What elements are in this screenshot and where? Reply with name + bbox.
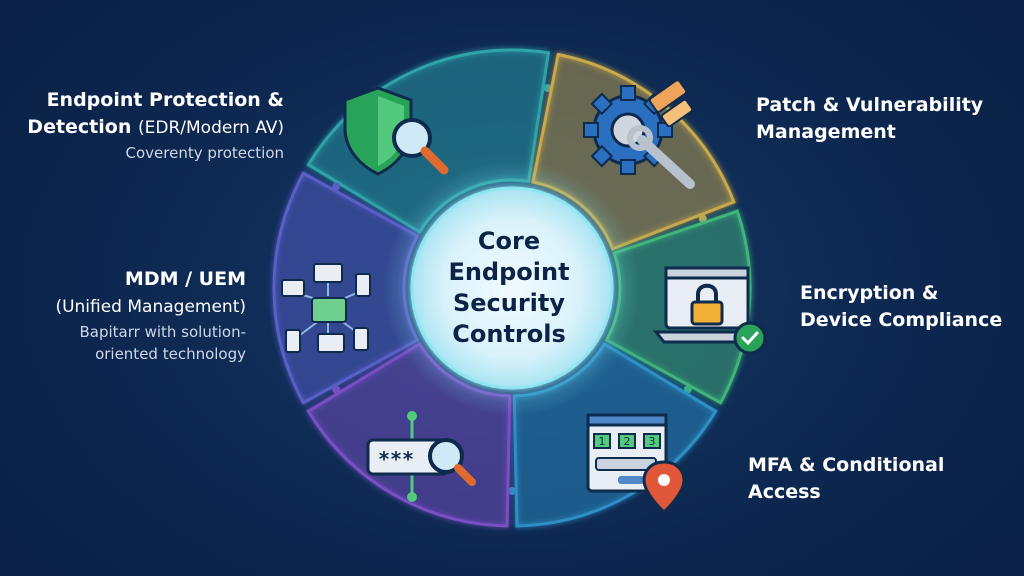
gear-wrench-icon [583, 79, 695, 189]
ring-connector-encryption [683, 385, 692, 394]
encryption-title-line-2: Device Compliance [800, 309, 1003, 331]
center-title-line-3: Security [452, 289, 566, 317]
center-title-line-4: Controls [452, 320, 566, 348]
laptop-lock-icon [652, 266, 767, 355]
edr-title-line-1: Endpoint Protection & [46, 89, 284, 111]
mdm-title-line-1: MDM / UEM [124, 268, 246, 290]
mdm-title-line-2: (Unified Management) [55, 293, 246, 321]
mdm-title-sub: (Unified Management) [55, 297, 246, 317]
shield-magnifier-icon [343, 86, 449, 176]
encryption-title-line-1: Encryption & [800, 282, 939, 304]
step-3: 3 [649, 435, 656, 448]
password-mask: *** [378, 447, 414, 471]
center-circle [410, 186, 614, 390]
login-location-icon: 1 2 3 [586, 413, 686, 515]
edr-description: Coverenty protection [125, 144, 284, 162]
label-mfa: MFA & Conditional Access [748, 452, 944, 506]
center-title-line-2: Endpoint [448, 258, 570, 286]
edr-title-line-2: Detection (EDR/Modern AV) [27, 114, 284, 142]
ring-connector-edr [543, 84, 552, 93]
device-network-devices [281, 263, 371, 353]
password-magnifier-icon: *** [366, 411, 476, 502]
step-2: 2 [624, 435, 631, 448]
patch-title-line-2: Management [756, 121, 896, 143]
patch-title-line-1: Patch & Vulnerability [756, 94, 984, 116]
ring-connector-mdm [332, 182, 341, 191]
center-title: Core Endpoint Security Controls [434, 226, 584, 350]
mdm-description-line-1: Bapitarr with solution- [79, 323, 247, 341]
ring-connector-mfa [508, 487, 516, 495]
mdm-description-line-2: oriented technology [95, 345, 246, 363]
ring-connector-patch [698, 214, 707, 223]
mfa-title-line-1: MFA & Conditional [748, 454, 945, 476]
mfa-title-line-2: Access [748, 481, 821, 503]
label-mdm: MDM / UEM (Unified Management) Bapitarr … [55, 266, 246, 365]
label-edr: Endpoint Protection & Detection (EDR/Mod… [27, 87, 284, 164]
label-patch: Patch & Vulnerability Management [756, 92, 983, 146]
ring-connector-iam [332, 385, 341, 394]
center-title-line-1: Core [477, 227, 541, 255]
edr-title-main: Detection [27, 116, 132, 138]
label-encryption: Encryption & Device Compliance [800, 280, 1002, 334]
edr-title-sub: (EDR/Modern AV) [138, 118, 284, 138]
step-1: 1 [599, 435, 606, 448]
